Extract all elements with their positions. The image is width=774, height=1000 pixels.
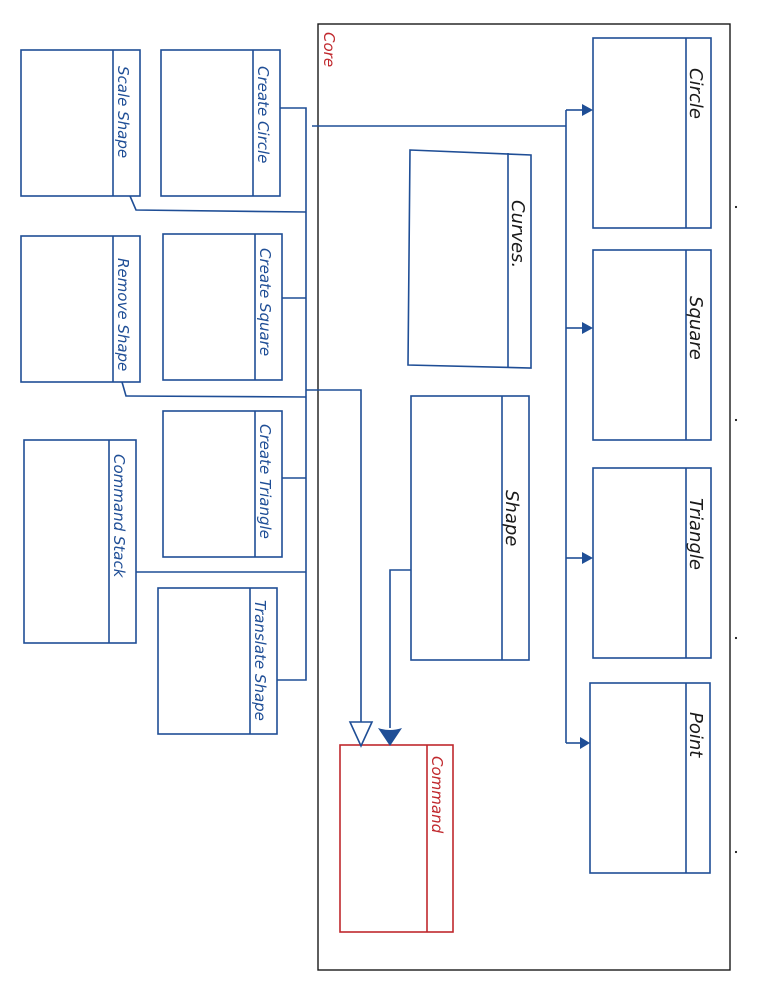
class-scale-shape-label: Scale Shape [114,66,132,158]
class-translate-shape-label: Translate Shape [251,600,269,721]
class-circle: Circle [592,37,712,229]
aggregation-arrow-head [378,728,402,746]
shape-command-link [378,569,411,746]
class-create-triangle-label: Create Triangle [256,424,274,539]
class-curves-label: Curves. [507,200,528,268]
class-remove-shape: Remove Shape [20,235,141,383]
class-square-label: Square [685,296,706,360]
realization-arrow-head [348,721,374,748]
arrow-to-triangle [582,552,593,564]
class-command-stack-label: Command Stack [110,454,128,579]
class-command-label: Command [428,756,446,834]
class-circle-label: Circle [685,68,706,119]
class-create-circle: Create Circle [160,49,281,197]
command-bus-wires [121,107,374,748]
class-create-square-label: Create Square [256,248,274,356]
shapes-bus-wires [312,104,593,749]
class-triangle: Triangle [592,467,712,659]
class-create-triangle: Create Triangle [162,410,283,558]
class-command: Command [339,744,454,933]
arrow-to-circle [582,104,593,116]
class-command-stack: Command Stack [23,439,137,644]
class-shape-label: Shape [501,490,522,546]
arrow-to-point [580,737,590,749]
class-create-circle-label: Create Circle [254,66,272,163]
class-scale-shape: Scale Shape [20,49,141,197]
class-remove-shape-label: Remove Shape [114,258,132,371]
core-package-label: Core [320,32,338,67]
class-triangle-label: Triangle [685,498,706,570]
margin-dots [734,205,738,854]
arrow-to-square [582,322,593,334]
class-shape: Shape [410,395,530,661]
class-point-label: Point [685,712,706,758]
class-curves: Curves. [407,149,532,369]
class-create-square: Create Square [162,233,283,381]
class-translate-shape: Translate Shape [157,587,278,735]
class-point: Point [589,682,711,874]
core-package-frame [317,23,731,971]
class-square: Square [592,249,712,441]
